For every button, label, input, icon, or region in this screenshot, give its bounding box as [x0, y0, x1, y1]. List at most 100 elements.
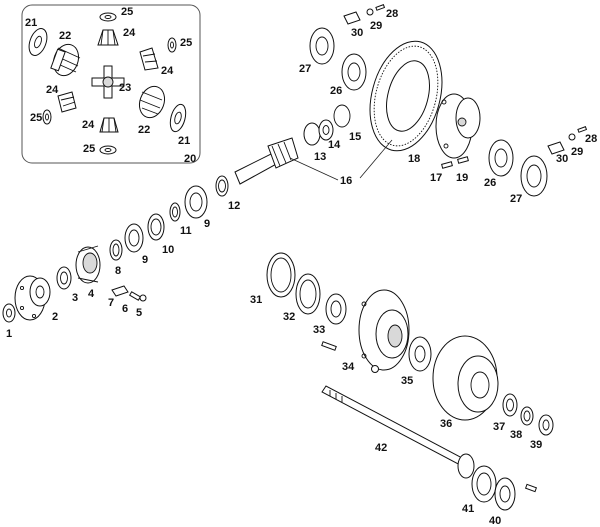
washer-5 — [139, 294, 147, 302]
oil-seal-3 — [56, 266, 72, 290]
label-21-upper: 21 — [25, 17, 37, 29]
lock-plate-30-left — [343, 11, 361, 25]
label-27-left: 27 — [299, 63, 311, 75]
bolt-43 — [524, 483, 538, 493]
washer-29-left — [366, 8, 374, 16]
label-31: 31 — [250, 294, 262, 306]
side-gear-22-upper — [50, 43, 81, 77]
retainer-7 — [111, 285, 129, 297]
hub-nut-39 — [538, 414, 554, 436]
pinion-gear-24-bottom — [99, 117, 119, 133]
label-35: 35 — [401, 375, 413, 387]
thrust-washer-21-upper — [28, 28, 48, 56]
spacer-10 — [147, 213, 165, 241]
label-19: 19 — [456, 172, 468, 184]
label-25-left: 25 — [30, 112, 42, 124]
label-25-right: 25 — [180, 37, 192, 49]
label-5: 5 — [136, 307, 142, 319]
bearing-35 — [408, 336, 432, 372]
adjuster-nut-27-right — [520, 155, 548, 197]
washer-25-top — [99, 12, 117, 22]
label-24-right: 24 — [161, 65, 174, 77]
bearing-9-lower — [124, 223, 144, 253]
label-28-left: 28 — [386, 8, 398, 20]
leader-16-a — [289, 157, 339, 181]
washer-25-left — [42, 109, 52, 125]
label-34: 34 — [342, 361, 355, 373]
bolt-19 — [457, 156, 469, 164]
label-9-lower: 9 — [142, 254, 148, 266]
label-13: 13 — [314, 151, 326, 163]
label-25-top: 25 — [121, 6, 133, 18]
label-17: 17 — [430, 172, 442, 184]
label-33: 33 — [313, 324, 325, 336]
lock-washer-38 — [520, 406, 534, 426]
bolt-28-right — [577, 126, 588, 133]
leader-16-b — [359, 139, 393, 179]
label-29-right: 29 — [571, 146, 583, 158]
differential-spider-23 — [91, 65, 125, 99]
adjuster-nut-27-left — [309, 27, 335, 65]
collar-12 — [215, 175, 229, 197]
nut-34b — [371, 365, 379, 373]
bearing-9-upper — [184, 185, 208, 219]
bolt-17 — [441, 161, 453, 169]
bolt-28-left — [375, 4, 386, 11]
label-18: 18 — [408, 153, 420, 165]
differential-case-18 — [435, 93, 481, 159]
label-14: 14 — [328, 139, 341, 151]
wheel-hub — [358, 289, 410, 371]
label-15: 15 — [349, 131, 361, 143]
snap-ring-31 — [266, 252, 296, 298]
label-24-bottom: 24 — [82, 119, 95, 131]
label-37: 37 — [493, 421, 505, 433]
brake-drum-36 — [432, 335, 499, 421]
label-22-upper: 22 — [59, 30, 71, 42]
label-40: 40 — [489, 515, 501, 527]
label-23: 23 — [119, 82, 131, 94]
label-9-upper: 9 — [204, 218, 210, 230]
label-8: 8 — [115, 265, 121, 277]
thrust-washer-21-lower — [169, 103, 187, 133]
label-26-right: 26 — [484, 177, 496, 189]
washer-25-right — [167, 37, 177, 53]
label-21-lower: 21 — [178, 135, 190, 147]
label-42: 42 — [375, 442, 387, 454]
label-7: 7 — [108, 297, 114, 309]
label-6: 6 — [122, 303, 128, 315]
label-36: 36 — [440, 418, 452, 430]
label-28-right: 28 — [585, 133, 597, 145]
label-30-right: 30 — [556, 153, 568, 165]
label-24-top: 24 — [123, 27, 136, 39]
bearing-26-right — [488, 139, 514, 177]
differential-inset-box — [21, 4, 201, 164]
label-30-left: 30 — [351, 27, 363, 39]
bearing-33 — [325, 293, 347, 325]
label-16: 16 — [340, 175, 352, 187]
stud-34 — [321, 341, 337, 351]
pinion-gear-24-left — [57, 91, 77, 113]
drive-pinion-shaft — [234, 137, 299, 185]
label-27-right: 27 — [510, 193, 522, 205]
label-2: 2 — [52, 311, 58, 323]
flange-40 — [494, 477, 516, 511]
label-20: 20 — [184, 153, 196, 165]
label-25-bottom: 25 — [83, 143, 95, 155]
label-12: 12 — [228, 200, 240, 212]
label-11: 11 — [180, 225, 192, 237]
axle-shaft-42 — [321, 385, 475, 479]
bearing-housing-4 — [75, 245, 101, 284]
pinion-gear-24-right — [139, 47, 159, 71]
label-41: 41 — [462, 503, 474, 515]
label-38: 38 — [510, 429, 522, 441]
label-1: 1 — [6, 328, 12, 340]
ring-gear-16 — [369, 40, 443, 152]
bearing-26-left — [341, 53, 367, 91]
nut-1 — [2, 303, 16, 323]
companion-flange-2 — [14, 275, 51, 321]
label-4: 4 — [88, 288, 95, 300]
label-26-left: 26 — [330, 85, 342, 97]
seal-37 — [502, 393, 518, 417]
label-32: 32 — [283, 311, 295, 323]
label-22-lower: 22 — [138, 124, 150, 136]
